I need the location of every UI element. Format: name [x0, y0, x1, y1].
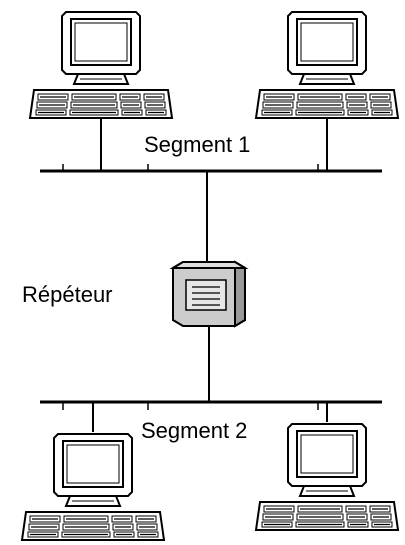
computer-icon — [256, 12, 398, 118]
computer-icon — [256, 424, 398, 530]
computer-2 — [256, 12, 398, 118]
computer-icon — [30, 12, 172, 118]
repeater-label: Répéteur — [22, 282, 113, 307]
segment-1-label: Segment 1 — [144, 132, 250, 157]
segment-2-label: Segment 2 — [141, 418, 247, 443]
computer-1 — [30, 12, 172, 118]
repeater: Répéteur — [22, 262, 245, 326]
computer-3 — [22, 434, 164, 540]
computer-icon — [22, 434, 164, 540]
computer-4 — [256, 424, 398, 530]
repeater-box-icon — [173, 262, 245, 326]
